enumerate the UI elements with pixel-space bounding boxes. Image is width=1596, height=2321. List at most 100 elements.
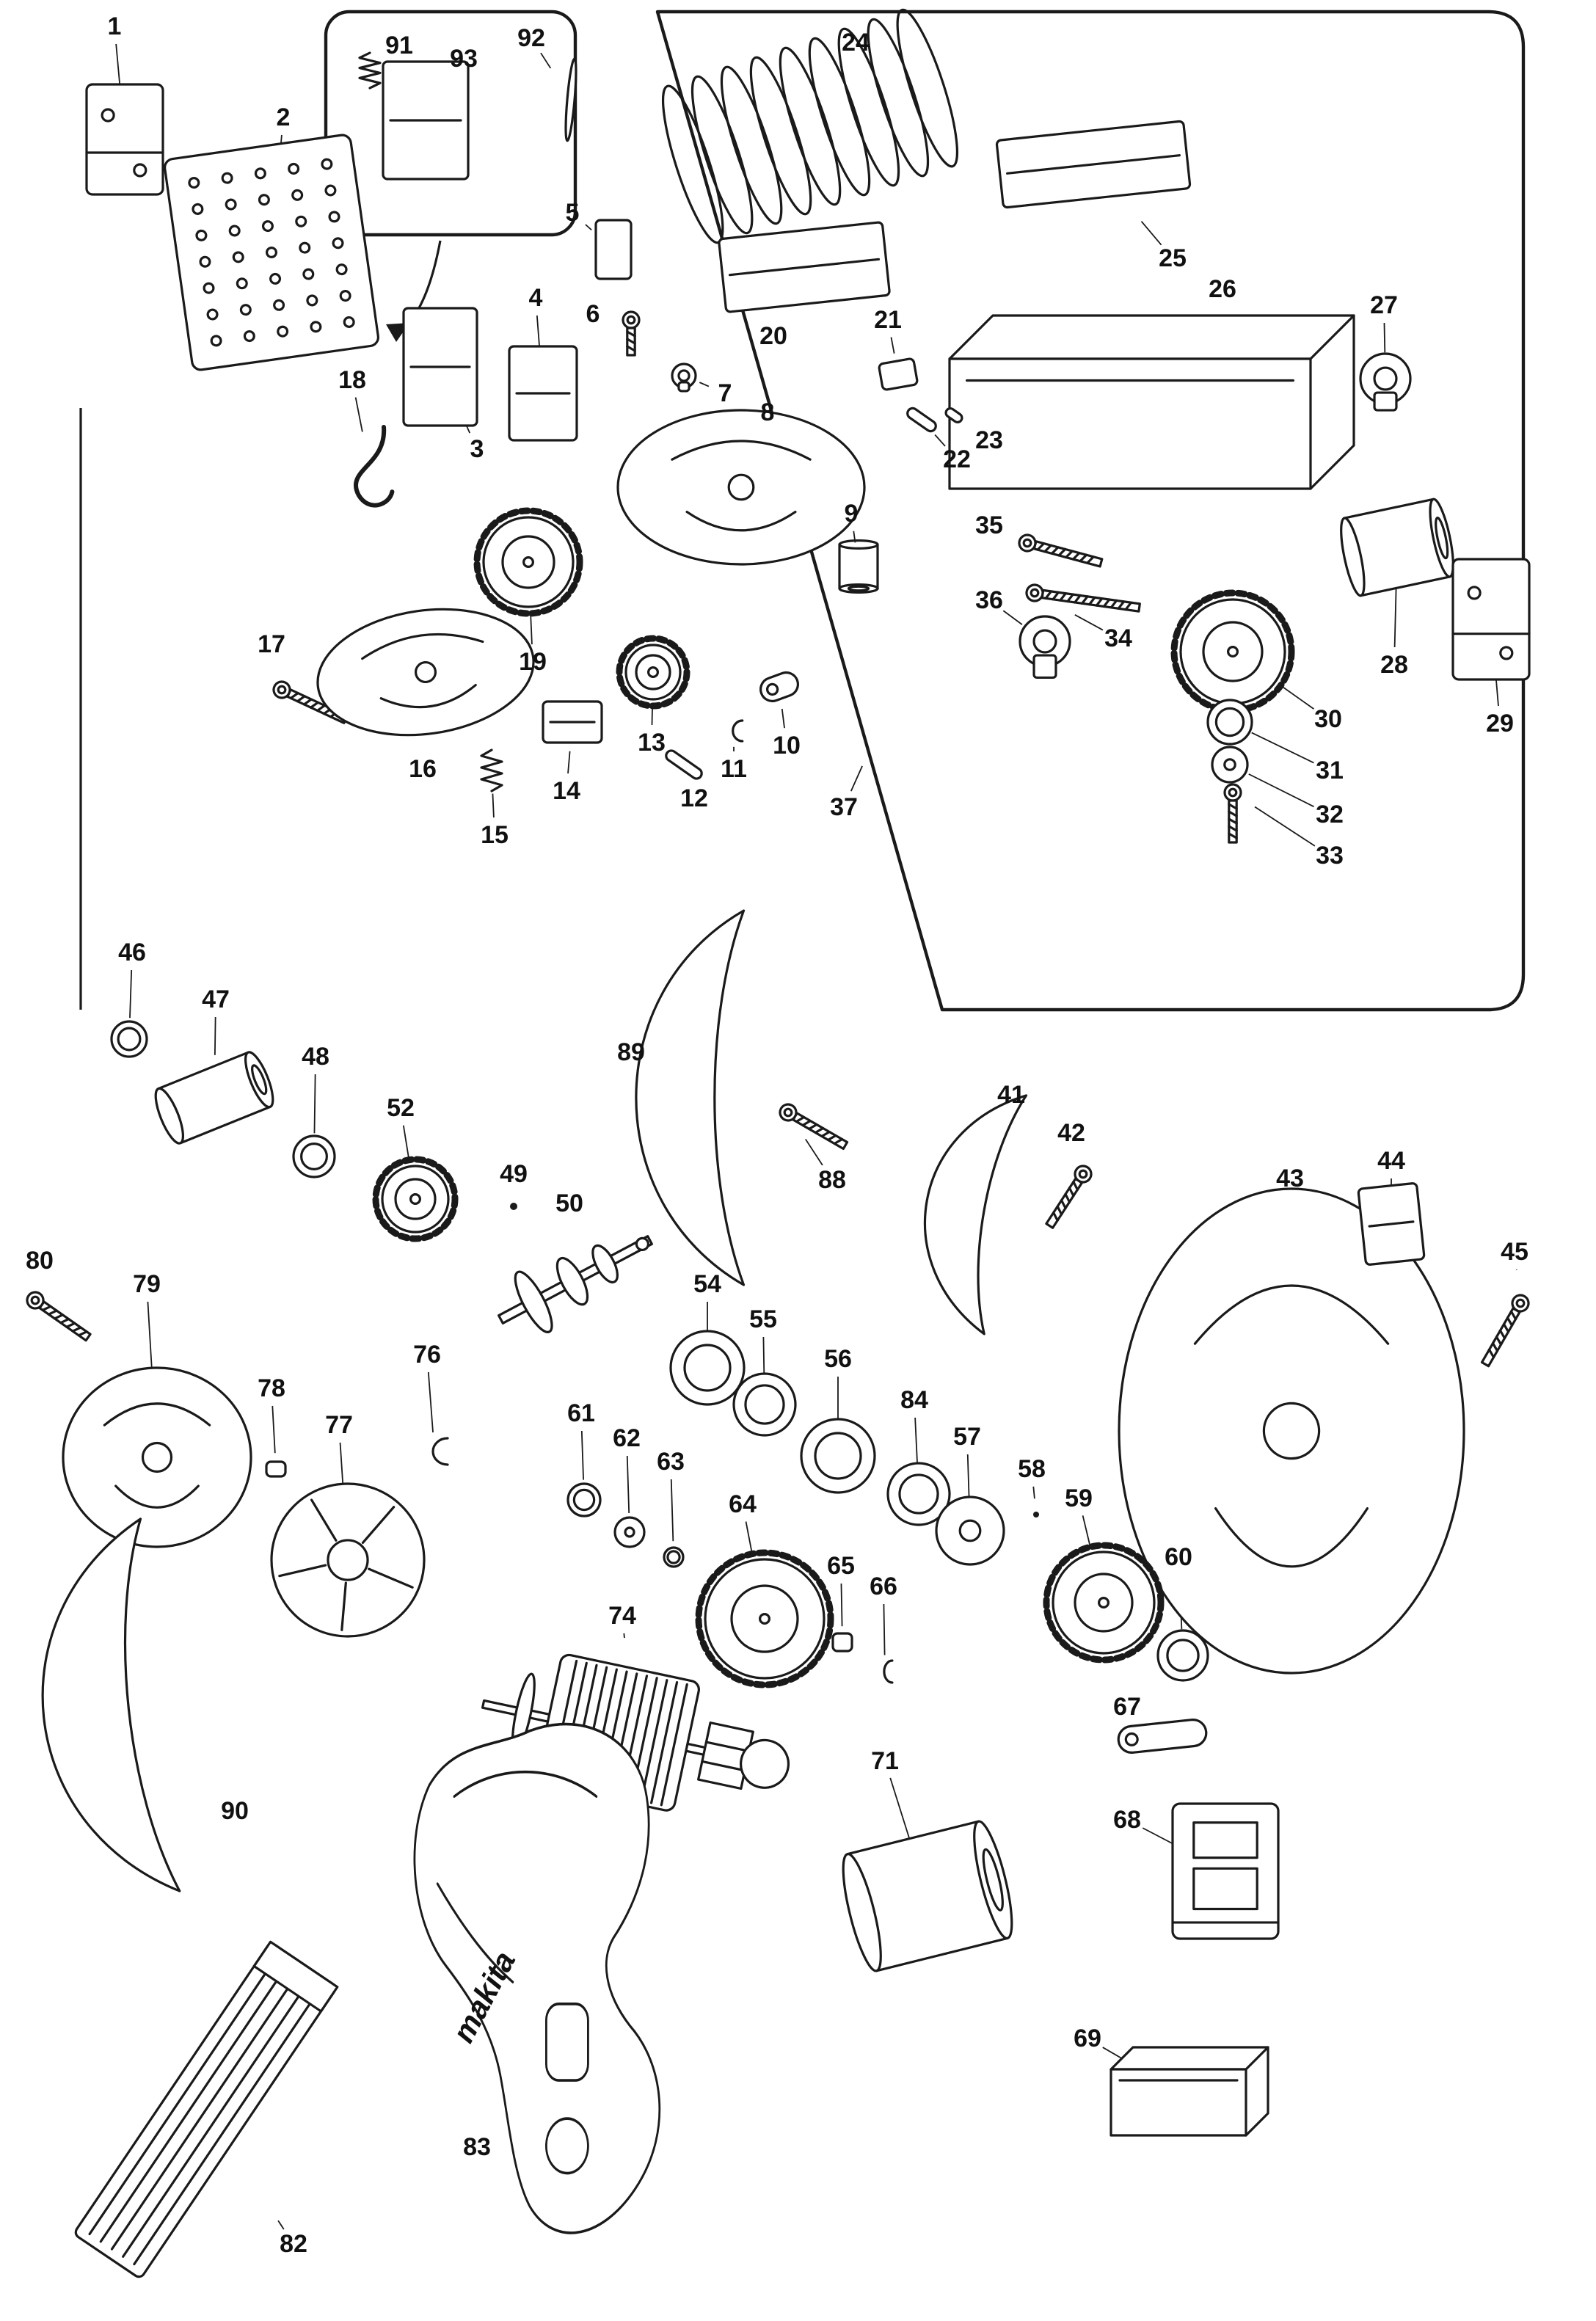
part-79: [62, 1366, 252, 1548]
callout-44: 44: [1377, 1147, 1405, 1175]
callout-91: 91: [385, 32, 413, 59]
part-48: [292, 1134, 336, 1178]
part-55: [732, 1372, 797, 1437]
leader-line-7: [699, 382, 710, 387]
part-42: [1045, 1165, 1093, 1229]
part-11: [732, 719, 744, 743]
part-84: [886, 1462, 951, 1526]
leader-line-62: [626, 1455, 630, 1514]
part-46: [110, 1020, 148, 1058]
callout-62: 62: [613, 1424, 641, 1452]
callout-15: 15: [481, 821, 509, 849]
part-63: [663, 1546, 685, 1568]
leader-line-68: [1142, 1827, 1176, 1846]
callout-29: 29: [1486, 710, 1514, 737]
callout-45: 45: [1501, 1238, 1528, 1266]
part-4: [508, 345, 578, 442]
callout-31: 31: [1316, 757, 1344, 784]
callout-83: 83: [463, 2133, 491, 2161]
part-88: [779, 1103, 849, 1151]
part-44: [1357, 1182, 1426, 1266]
leader-line-10: [781, 708, 785, 729]
callout-46: 46: [118, 939, 146, 966]
callout-42: 42: [1057, 1119, 1085, 1147]
leader-line-78: [272, 1405, 276, 1454]
callout-7: 7: [718, 379, 732, 407]
part-90: [41, 1517, 181, 1892]
callout-48: 48: [302, 1043, 329, 1071]
part-93: [382, 60, 470, 181]
part-31: [1206, 699, 1253, 746]
callout-60: 60: [1165, 1543, 1192, 1571]
callout-84: 84: [900, 1386, 928, 1414]
part-35: [1018, 533, 1104, 568]
part-76: [431, 1437, 449, 1466]
leader-line-76: [427, 1371, 434, 1433]
part-82: [74, 1940, 339, 2278]
part-43: [1118, 1187, 1465, 1675]
part-62: [613, 1516, 646, 1548]
callout-2: 2: [277, 103, 291, 131]
leader-line-66: [883, 1603, 886, 1655]
callout-8: 8: [761, 398, 775, 426]
callout-69: 69: [1074, 2025, 1101, 2052]
group-boundary-0: [655, 10, 1526, 1012]
callout-3: 3: [470, 435, 484, 463]
part-9: [838, 539, 879, 594]
part-10: [759, 671, 799, 703]
callout-88: 88: [818, 1166, 846, 1194]
part-71: [842, 1820, 1013, 1972]
leader-line-15: [492, 793, 495, 818]
callout-76: 76: [413, 1341, 441, 1369]
callout-58: 58: [1018, 1455, 1046, 1483]
callout-23: 23: [975, 426, 1003, 454]
callout-66: 66: [870, 1573, 897, 1600]
part-83: [413, 1722, 661, 2234]
part-19: [473, 507, 583, 617]
part-14: [542, 700, 603, 744]
part-64: [695, 1549, 834, 1688]
callout-56: 56: [824, 1345, 852, 1373]
leader-line-84: [914, 1417, 918, 1464]
callout-27: 27: [1370, 291, 1398, 319]
callout-49: 49: [500, 1160, 528, 1188]
part-60: [1156, 1629, 1209, 1682]
callout-37: 37: [830, 793, 858, 821]
callout-36: 36: [975, 586, 1003, 614]
part-21: [878, 357, 919, 391]
leader-line-82: [277, 2220, 285, 2230]
callout-59: 59: [1065, 1484, 1093, 1512]
leader-line-57: [966, 1454, 970, 1498]
leader-line-36: [1002, 610, 1023, 625]
callout-50: 50: [555, 1189, 583, 1217]
group-boundary-1: [324, 10, 577, 237]
callout-89: 89: [617, 1038, 645, 1066]
callout-52: 52: [387, 1094, 415, 1122]
part-28: [1340, 498, 1454, 597]
part-13: [616, 635, 690, 710]
part-61: [566, 1482, 602, 1517]
callout-64: 64: [729, 1490, 757, 1518]
part-49: [510, 1203, 517, 1210]
part-89: [635, 909, 746, 1286]
part-27: [1359, 352, 1412, 412]
part-7: [671, 362, 697, 393]
leader-line-25: [1140, 221, 1162, 246]
part-17: [272, 680, 349, 724]
part-58: [1033, 1512, 1039, 1517]
part-41: [923, 1094, 1028, 1336]
leader-line-55: [762, 1336, 765, 1374]
part-3: [402, 307, 478, 427]
callout-80: 80: [26, 1247, 54, 1275]
leader-line-33: [1254, 806, 1316, 847]
callout-90: 90: [221, 1797, 249, 1825]
part-50: [498, 1235, 653, 1333]
leader-line-22: [934, 434, 946, 447]
part-6: [622, 310, 641, 357]
callout-6: 6: [586, 300, 600, 328]
leader-line-63: [670, 1479, 674, 1542]
leader-line-65: [840, 1583, 843, 1627]
callout-20: 20: [759, 322, 787, 350]
callout-43: 43: [1276, 1165, 1304, 1192]
